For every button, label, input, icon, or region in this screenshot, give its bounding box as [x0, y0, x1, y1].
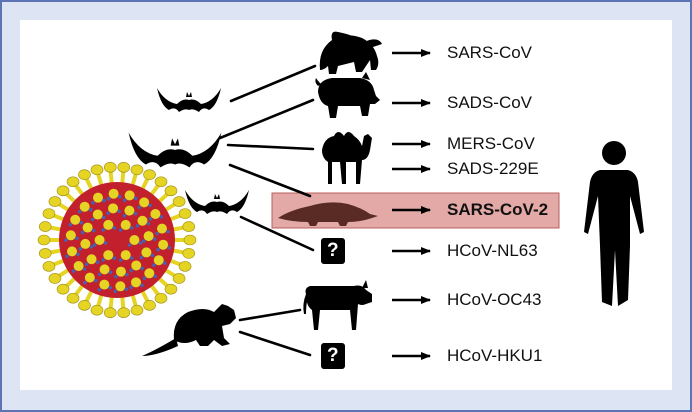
virus-label-mers-cov: MERS-CoV: [447, 134, 535, 153]
virus-label-sars-cov-2: SARS-CoV-2: [447, 200, 549, 219]
bat-icon: [185, 190, 249, 214]
virus-label-sads-cov: SADS-CoV: [447, 93, 533, 112]
host-connectors: [218, 64, 317, 357]
human-icon: [584, 141, 644, 306]
virus-label-hcov-oc43: HCoV-OC43: [447, 290, 542, 309]
virus-label-sads-229e: SADS-229E: [447, 159, 539, 178]
virus-arrows: [392, 49, 431, 360]
rat-icon: [142, 304, 236, 356]
cow-icon: [303, 280, 372, 330]
question-mark: ?: [327, 345, 339, 366]
bat-icon: [157, 88, 221, 112]
question-mark: ?: [327, 240, 339, 261]
question-box-icon: [321, 343, 345, 369]
coronavirus-icon: [37, 162, 197, 318]
camel-icon: [322, 132, 372, 184]
civet-icon: [319, 31, 382, 74]
question-box-icon: [321, 238, 345, 264]
pangolin-icon: [278, 202, 378, 226]
virus-label-hcov-hku1: HCoV-HKU1: [447, 346, 543, 365]
virus-label-sars-cov: SARS-CoV: [447, 43, 533, 62]
virus-label-hcov-nl63: HCoV-NL63: [447, 241, 538, 260]
pig-icon: [315, 72, 380, 118]
bat-icon: [128, 132, 222, 168]
